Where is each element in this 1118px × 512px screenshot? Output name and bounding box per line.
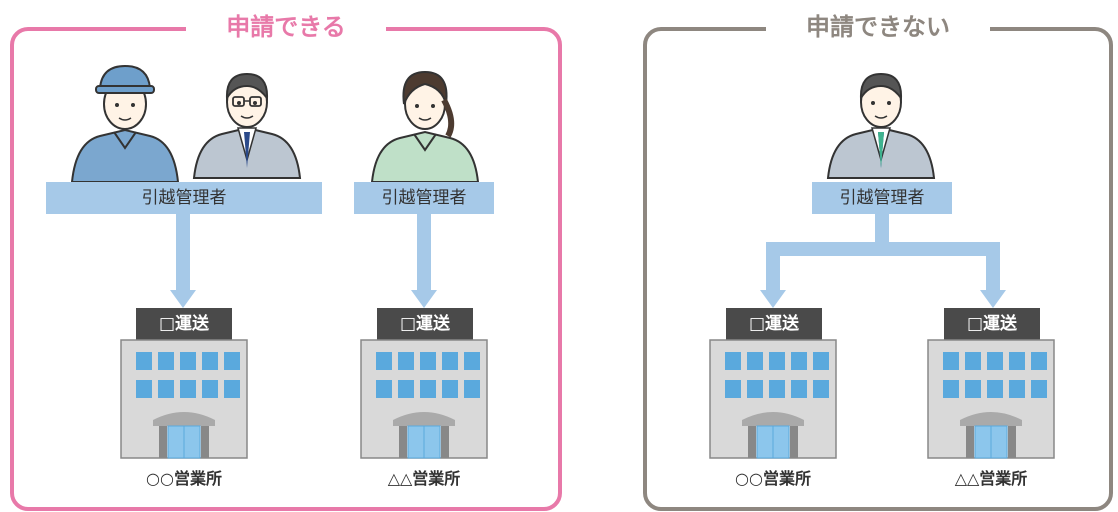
office-label: ○○営業所 [735,469,811,488]
connector-bar [766,242,1000,256]
arrow-down-icon [980,250,1006,308]
businessman-glasses-icon [193,73,301,179]
not-allowed-panel: 申請できない [643,13,1113,511]
manager-label-right: 引越管理者 [812,182,952,214]
office-building-icon [927,339,1055,459]
company-label: □運送 [726,308,822,340]
allowed-panel: 申請できる [10,13,562,511]
office-label: ○○営業所 [146,469,222,488]
manager-label-left: 引越管理者 [46,182,322,214]
connector-stem [875,214,889,246]
worker-person-icon [70,64,180,183]
businessman-icon [827,73,935,179]
arrow-down-icon [411,214,437,308]
arrow-down-icon [170,214,196,308]
manager-label-left-2: 引越管理者 [354,182,494,214]
office-building-icon [360,339,488,459]
office-building-icon [120,339,248,459]
office-label: △△営業所 [954,469,1028,488]
office-building-icon [709,339,837,459]
woman-employee-icon [370,70,480,183]
allowed-panel-title: 申請できる [186,13,386,41]
arrow-down-icon [760,250,786,308]
not-allowed-panel-title: 申請できない [766,13,990,41]
company-label: □運送 [136,308,232,340]
company-label: □運送 [377,308,473,340]
company-label: □運送 [944,308,1040,340]
office-label: △△営業所 [387,469,461,488]
